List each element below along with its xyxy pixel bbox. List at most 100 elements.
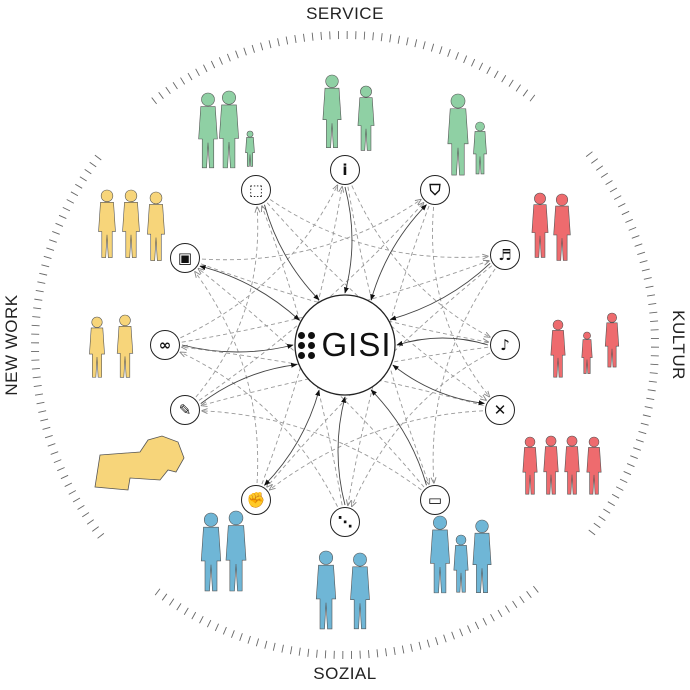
kultur-choir-figures (522, 435, 602, 495)
ring-tick (36, 401, 45, 405)
ring-tick (649, 311, 658, 314)
dashed-connection (433, 268, 496, 483)
person-body (98, 201, 116, 258)
ring-tick (611, 493, 620, 499)
package-icon: ⬚ (241, 175, 271, 205)
person-head (450, 93, 466, 109)
person-body (315, 564, 337, 630)
ring-tick (619, 478, 628, 484)
briefcase-icon: ▣ (170, 243, 200, 273)
shopping-bag-icon: ⛉ (420, 175, 450, 205)
ring-tick (596, 165, 604, 171)
ring-tick (486, 66, 491, 75)
ring-tick (615, 486, 624, 491)
person-head (124, 189, 138, 202)
ring-tick (526, 591, 532, 599)
category-label-new-work: NEW WORK (2, 294, 21, 396)
person-head (222, 90, 236, 105)
person-body (531, 204, 549, 258)
ring-tick (422, 41, 426, 50)
ring-tick (169, 598, 175, 606)
ring-tick (426, 639, 430, 648)
ring-tick (625, 218, 633, 223)
person-body (357, 97, 375, 151)
ring-tick (195, 68, 200, 77)
solid-connection (370, 204, 427, 301)
person-head (228, 510, 244, 526)
person-body (116, 326, 134, 378)
dashed-connection (195, 207, 258, 398)
music-notes-icon: ♪ (490, 330, 520, 360)
ring-tick (84, 169, 92, 175)
ring-tick (151, 97, 157, 105)
ring-tick (40, 418, 49, 422)
ring-tick (35, 290, 44, 293)
person-head (475, 121, 485, 132)
ring-tick (467, 625, 472, 633)
ring-tick (646, 397, 655, 400)
person-head (545, 435, 557, 447)
ring-tick (31, 368, 40, 370)
ring-tick (455, 52, 459, 60)
ring-tick (203, 64, 208, 73)
ring-tick (58, 214, 67, 219)
new-work-seated-figures (89, 314, 134, 378)
ring-tick (172, 82, 178, 90)
ring-tick (639, 260, 648, 264)
ring-tick (631, 235, 640, 239)
ring-tick (222, 626, 227, 635)
person-head (552, 319, 564, 331)
ring-tick (183, 607, 189, 615)
ring-tick (593, 522, 601, 529)
person-body (586, 447, 602, 495)
ring-tick (533, 585, 539, 593)
ring-tick (47, 443, 56, 447)
ring-tick (471, 58, 476, 67)
ring-tick (235, 50, 239, 59)
ring-tick (281, 644, 284, 653)
ring-tick (79, 176, 87, 182)
dashed-connection (352, 352, 491, 506)
solid-connection (392, 364, 485, 406)
ring-tick (650, 320, 659, 322)
ring-tick (161, 593, 168, 601)
category-label-sozial: SOZIAL (313, 664, 377, 683)
ring-tick (647, 389, 656, 392)
ring-tick (91, 526, 99, 532)
person-body (430, 529, 450, 594)
person-head (149, 191, 163, 205)
person-body (225, 525, 247, 592)
person-body (219, 104, 239, 169)
ring-tick (77, 504, 85, 510)
ring-tick (272, 642, 276, 651)
dashed-connection (270, 410, 484, 490)
ring-tick (264, 640, 268, 649)
dashed-connection (201, 346, 489, 405)
ring-tick (32, 316, 41, 318)
ring-tick (626, 463, 635, 468)
person-head (353, 552, 367, 567)
ring-tick (46, 247, 55, 251)
ring-tick (243, 47, 247, 56)
sozial-walkers-figures (315, 550, 370, 630)
ring-tick (393, 646, 396, 656)
person-head (119, 314, 131, 327)
ring-tick (637, 251, 646, 255)
ring-tick (430, 43, 435, 52)
ring-tick (648, 380, 657, 383)
ring-tick (621, 210, 630, 216)
ring-tick (645, 285, 654, 289)
person-head (246, 130, 254, 138)
ring-tick (50, 451, 59, 455)
ring-tick (55, 222, 64, 227)
ring-tick (176, 603, 182, 611)
ring-tick (372, 32, 374, 41)
ring-tick (508, 79, 514, 87)
ring-tick (97, 533, 105, 539)
ring-tick (94, 154, 102, 161)
ring-tick (89, 161, 97, 168)
ring-tick (519, 596, 525, 604)
book-icon: ▭ (420, 485, 450, 515)
ring-tick (650, 363, 659, 366)
